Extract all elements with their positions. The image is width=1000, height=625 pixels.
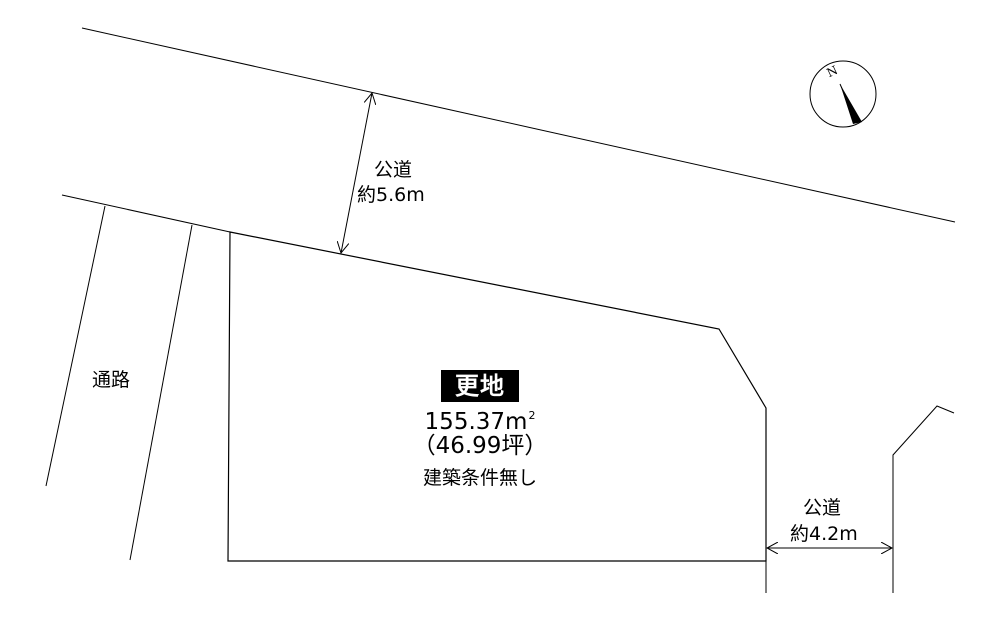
lot-condition-label: 建築条件無し	[422, 467, 537, 489]
lot-type-badge: 更地	[441, 370, 519, 402]
north-road-width-dimension	[341, 93, 372, 253]
lot-area-unit-superscript: 2	[528, 409, 536, 422]
north-road-label: 公道	[374, 159, 413, 181]
east-road-label: 公道	[803, 497, 842, 519]
north-road-outer-edge	[81, 27, 956, 223]
north-arrow-icon: N	[809, 60, 877, 128]
north-road-inner-edge	[61, 194, 231, 233]
east-road-width-label: 約4.2m	[790, 523, 858, 545]
west-path-label: 通路	[92, 369, 131, 391]
west-path-line-inner	[129, 224, 193, 561]
north-letter: N	[824, 63, 839, 80]
lot-area-label: 155.37m2	[380, 402, 580, 436]
lot-area-tsubo-label: （46.99坪）	[412, 433, 548, 459]
west-path-line-outer	[45, 205, 106, 487]
lot-area-value: 155.37m	[424, 409, 528, 435]
north-road-width-label: 約5.6m	[357, 184, 425, 206]
east-road-east-edge	[892, 405, 955, 593]
lot-boundary	[227, 231, 767, 562]
